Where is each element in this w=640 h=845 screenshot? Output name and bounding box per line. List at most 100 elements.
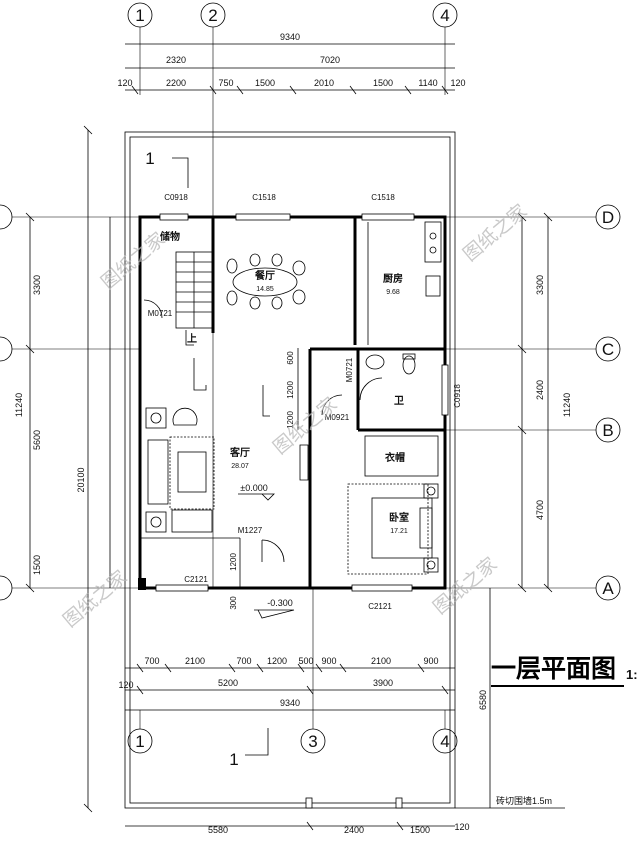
level-outside: -0.300 xyxy=(267,598,293,608)
room-kitchen-area: 9.68 xyxy=(386,289,400,296)
dim-top-120a: 120 xyxy=(117,78,132,88)
dim-bot-900b: 900 xyxy=(423,656,438,666)
living-furniture xyxy=(145,407,309,533)
enclosure-gate xyxy=(305,797,403,809)
dim-top-1500b: 1500 xyxy=(373,78,393,88)
dim-top-total: 9340 xyxy=(280,32,300,42)
room-dining: 餐厅 xyxy=(254,269,275,282)
dim-bot-900a: 900 xyxy=(321,656,336,666)
note-text: 砖切围墙1.5m xyxy=(496,795,552,806)
stair-up-label: 上 xyxy=(187,332,197,345)
axis-bubbles-right: D C B A xyxy=(445,204,621,601)
dim-right-3300: 3300 xyxy=(535,275,545,295)
dim-top-1500a: 1500 xyxy=(255,78,275,88)
dim-left-5600: 5600 xyxy=(32,430,42,450)
bottom-dimensions: 700 2100 700 1200 500 900 2100 900 120 5… xyxy=(118,656,469,835)
dim-top-750: 750 xyxy=(218,78,233,88)
dim-bot-2100a: 2100 xyxy=(185,656,205,666)
axis-label-B: B xyxy=(602,421,613,440)
dim-1200-b: 1200 xyxy=(286,411,295,429)
dim-right-11240: 11240 xyxy=(562,393,572,417)
dim-bot-1200: 1200 xyxy=(267,656,287,666)
label-m0721-a: M0721 xyxy=(148,309,173,318)
label-c1518-a: C1518 xyxy=(252,193,276,202)
dim-600: 600 xyxy=(286,351,295,365)
right-dimensions: 3300 2400 11240 4700 6580 xyxy=(478,212,572,808)
dim-right-4700: 4700 xyxy=(535,500,545,520)
enclosure-walls xyxy=(124,95,456,809)
section-mark-top: 1 xyxy=(145,149,154,168)
axis-bubbles-top: 1 2 4 xyxy=(127,2,458,95)
axis-label-A: A xyxy=(602,579,614,598)
axis-label-1-bottom: 1 xyxy=(135,732,144,751)
dim-bot-120: 120 xyxy=(118,680,133,690)
watermark-2: 图纸之家 xyxy=(459,200,531,266)
wall-note: 砖切围墙1.5m xyxy=(455,795,565,809)
bathroom-fixtures xyxy=(359,353,416,401)
label-c2121-a: C2121 xyxy=(184,575,208,584)
axis-label-C: C xyxy=(602,340,614,359)
room-labels: 储物 餐厅 14.85 厨房 9.68 卫 衣帽 客厅 28.07 卧室 17.… xyxy=(159,230,409,535)
label-c0918-top: C0918 xyxy=(164,193,188,202)
opening-labels: C0918 C1518 C1518 M0721 M0721 M0921 C091… xyxy=(148,193,462,611)
dim-right-2400: 2400 xyxy=(535,380,545,400)
label-c0918-right: C0918 xyxy=(453,384,462,408)
dim-bot-1500: 1500 xyxy=(410,825,430,835)
level-ground: ±0.000 xyxy=(240,483,267,493)
stair xyxy=(175,251,213,346)
label-m1227: M1227 xyxy=(238,526,263,535)
dim-300: 300 xyxy=(229,596,238,610)
room-living-area: 28.07 xyxy=(231,463,249,470)
room-kitchen: 厨房 xyxy=(383,272,403,285)
dim-right-6580: 6580 xyxy=(478,690,488,710)
dim-left-11240: 11240 xyxy=(14,393,24,417)
axis-label-1-top: 1 xyxy=(135,6,144,25)
axis-label-2-top: 2 xyxy=(208,6,217,25)
doors xyxy=(143,299,343,563)
label-m0721-b: M0721 xyxy=(345,357,354,382)
section-marks xyxy=(172,157,270,756)
room-dining-area: 14.85 xyxy=(256,286,274,293)
dim-top-2320: 2320 xyxy=(166,55,186,65)
dim-left-3300: 3300 xyxy=(32,275,42,295)
dim-bot-3900: 3900 xyxy=(373,678,393,688)
dim-left-1500: 1500 xyxy=(32,555,42,575)
dim-bot-500: 500 xyxy=(298,656,313,666)
drawing-title: 一层平面图 1: xyxy=(491,654,638,687)
watermark-3: 图纸之家 xyxy=(269,393,341,459)
level-marks: ±0.000 -0.300 600 1200 1200 1200 300 xyxy=(229,348,299,619)
room-living: 客厅 xyxy=(229,446,250,459)
dim-top-1140: 1140 xyxy=(418,78,437,88)
title-text: 一层平面图 xyxy=(491,654,616,683)
room-closet: 衣帽 xyxy=(385,451,405,464)
dim-top-120b: 120 xyxy=(450,78,465,88)
left-dimensions: 3300 11240 5600 20100 1500 xyxy=(14,125,111,813)
dim-bot-5580: 5580 xyxy=(208,825,228,835)
room-bedroom-area: 17.21 xyxy=(390,528,408,535)
dim-bot-2100b: 2100 xyxy=(371,656,391,666)
label-c1518-b: C1518 xyxy=(371,193,395,202)
dim-left-20100: 20100 xyxy=(76,467,86,492)
section-mark-bottom: 1 xyxy=(229,750,238,769)
title-scale: 1: xyxy=(626,667,638,682)
dim-1200-a: 1200 xyxy=(286,381,295,399)
room-bedroom: 卧室 xyxy=(389,511,409,524)
axis-bubbles-left xyxy=(0,204,140,601)
windows-top xyxy=(155,213,449,592)
axis-label-D: D xyxy=(602,208,614,227)
axis-bubbles-bottom: 1 3 4 xyxy=(127,588,458,754)
dim-1200-c: 1200 xyxy=(229,553,238,571)
axis-label-4-bottom: 4 xyxy=(440,732,449,751)
dim-top-2010: 2010 xyxy=(314,78,334,88)
room-storage: 储物 xyxy=(159,230,180,243)
room-bath: 卫 xyxy=(394,395,404,407)
axis-label-3-bottom: 3 xyxy=(308,732,317,751)
dim-bot-2400: 2400 xyxy=(344,825,364,835)
watermark-1: 图纸之家 xyxy=(97,228,169,294)
bedroom-furniture xyxy=(347,483,439,575)
kitchen-fixtures xyxy=(367,221,442,345)
dim-bot-700a: 700 xyxy=(144,656,159,666)
dim-bot-700b: 700 xyxy=(236,656,251,666)
dim-bot-120-end: 120 xyxy=(454,822,469,832)
